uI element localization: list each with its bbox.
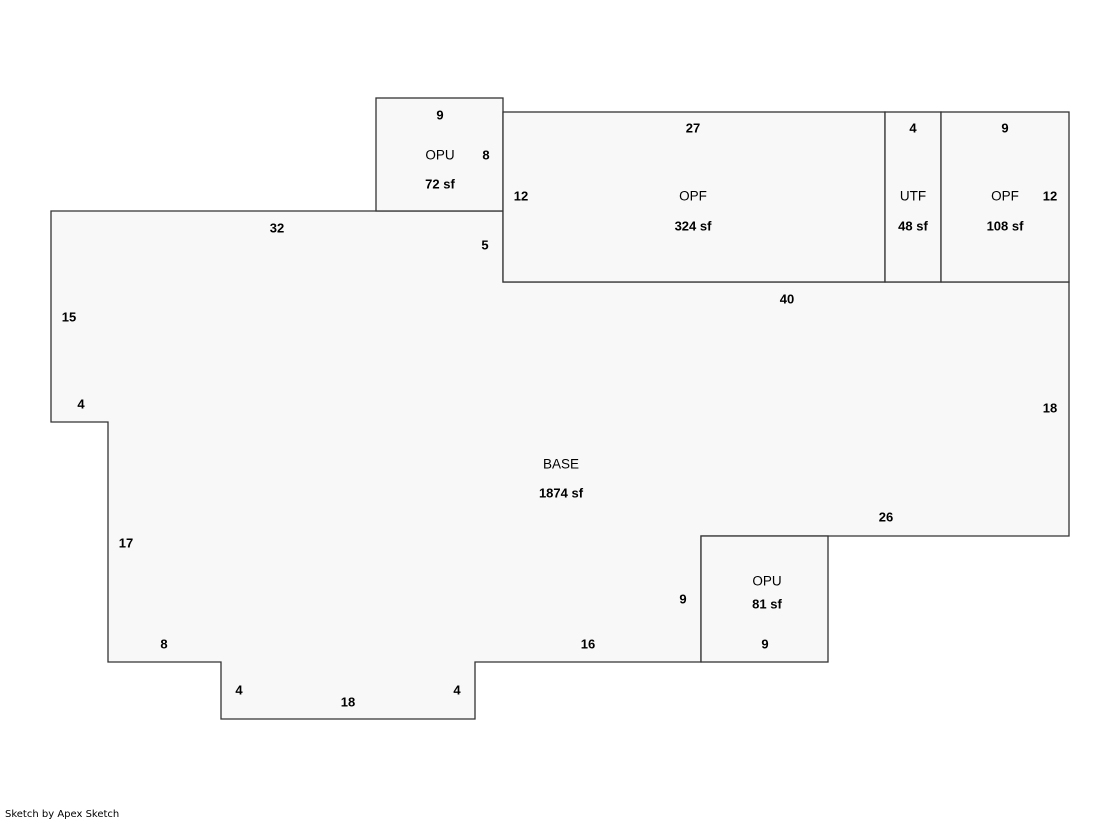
base-label: BASE [543, 457, 579, 472]
dimension: 26 [879, 509, 893, 524]
opf-main-label: OPF [679, 189, 707, 204]
dimension: 4 [235, 682, 243, 697]
utf-area [884, 111, 942, 283]
opu-top-area-label: 72 sf [425, 176, 455, 191]
utf-label: UTF [900, 189, 926, 204]
opf-main-area-label: 324 sf [675, 218, 713, 233]
base-area-label: 1874 sf [539, 485, 584, 500]
dimension: 18 [341, 694, 355, 709]
dimension: 4 [909, 120, 917, 135]
dimension: 8 [160, 636, 167, 651]
opf-main-area [502, 111, 886, 283]
opu-bottom-label: OPU [752, 574, 781, 589]
utf-area-label: 48 sf [898, 218, 928, 233]
opu-bottom-area-label: 81 sf [752, 596, 782, 611]
dimension: 12 [514, 188, 528, 203]
opf-right-label: OPF [991, 189, 1019, 204]
footer-credit: Sketch by Apex Sketch [5, 809, 120, 820]
dimension: 32 [270, 220, 284, 235]
dimension: 9 [761, 636, 768, 651]
opf-right-area [940, 111, 1070, 283]
opu-top-label: OPU [425, 148, 454, 163]
opu-top-area [375, 97, 504, 212]
dimension: 40 [780, 291, 794, 306]
dimension: 17 [119, 535, 133, 550]
opf-right-area-label: 108 sf [987, 218, 1025, 233]
dimension: 12 [1043, 188, 1057, 203]
opu-bottom-area [700, 535, 829, 663]
dimension: 5 [481, 237, 488, 252]
dimension: 27 [686, 120, 700, 135]
dimension: 4 [453, 682, 461, 697]
dimension: 9 [679, 591, 686, 606]
dimension: 16 [581, 636, 595, 651]
dimension: 15 [62, 309, 76, 324]
dimension: 4 [77, 396, 85, 411]
dimension: 9 [1001, 120, 1008, 135]
dimension: 8 [482, 147, 489, 162]
dimension: 18 [1043, 400, 1057, 415]
dimension: 9 [436, 107, 443, 122]
